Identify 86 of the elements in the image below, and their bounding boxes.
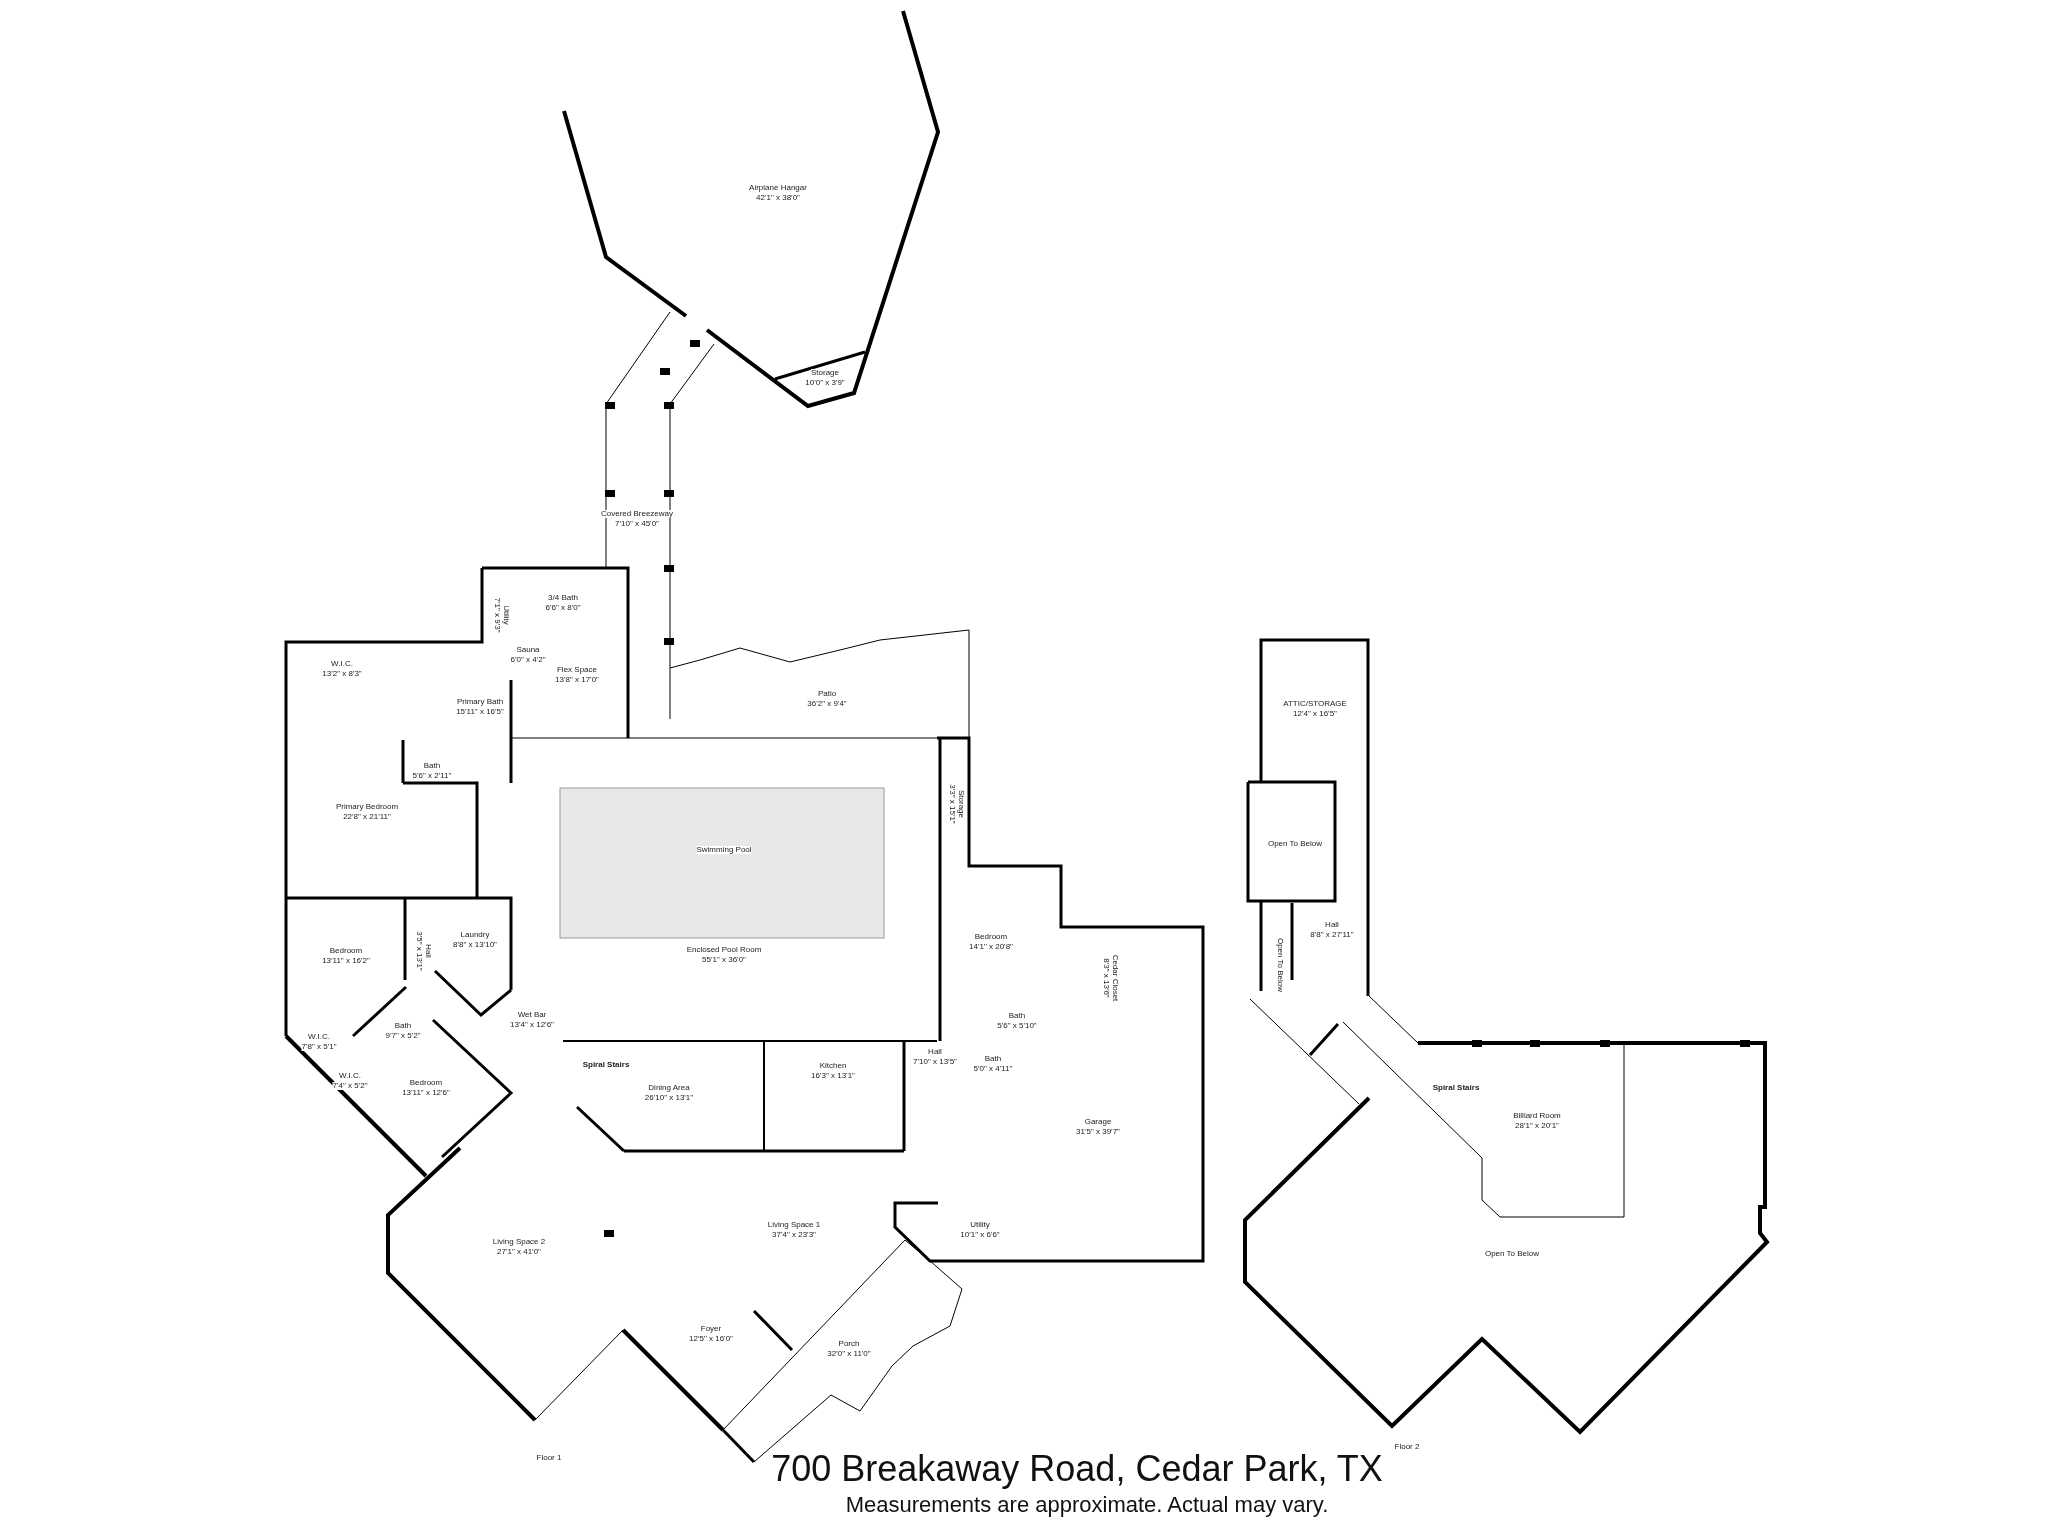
room-name: Covered Breezeway (601, 510, 673, 518)
room-name: Cedar Closet (1111, 954, 1119, 1002)
room-name: Bath (394, 1022, 412, 1030)
room-dimensions: 37'4" x 23'3" (772, 1231, 816, 1239)
room-dimensions: 3'3" x 15'1" (948, 784, 956, 824)
address-title: 700 Breakaway Road, Cedar Park, TX (771, 1448, 1383, 1490)
room-name: Enclosed Pool Room (686, 946, 762, 954)
room-dimensions: 14'1" x 20'8" (969, 943, 1013, 951)
room-name: Foyer (700, 1325, 722, 1333)
room-dimensions: 7'1" x 9'3" (493, 597, 501, 633)
room-name: W.I.C. (339, 1072, 361, 1080)
room-dimensions: 10'1" x 6'6" (960, 1231, 1000, 1239)
room-name: ATTIC/STORAGE (1283, 700, 1347, 708)
room-dimensions: 42'1" x 38'0" (756, 194, 800, 202)
room-dimensions: 13'11" x 16'2" (322, 957, 370, 965)
room-name: Hall (1325, 921, 1339, 929)
room-name: Open To Below (1267, 840, 1323, 848)
room-dimensions: 27'1" x 41'0" (497, 1248, 541, 1256)
room-dimensions: 5'6" x 5'10" (997, 1022, 1037, 1030)
room-name: W.I.C. (331, 660, 353, 668)
room-dimensions: 8'8" x 27'11" (1310, 931, 1354, 939)
room-dimensions: 5'6" x 2'11" (412, 772, 452, 780)
room-name: Storage (957, 790, 965, 818)
room-dimensions: 8'8" x 13'10" (453, 941, 497, 949)
room-dimensions: 7'4" x 5'2" (332, 1082, 368, 1090)
room-name: Garage (1084, 1118, 1112, 1126)
room-dimensions: 13'8" x 17'0" (555, 676, 599, 684)
room-dimensions: 32'0" x 11'0" (827, 1350, 871, 1358)
room-dimensions: 6'0" x 4'2" (510, 656, 546, 664)
room-dimensions: 22'8" x 21'11" (343, 813, 391, 821)
room-name: Dining Area (648, 1084, 690, 1092)
room-dimensions: 31'5" x 39'7" (1076, 1128, 1120, 1136)
room-dimensions: 5'0" x 4'11" (973, 1065, 1013, 1073)
room-dimensions: 8'3" x 13'6" (1102, 958, 1110, 998)
room-name: Living Space 1 (767, 1221, 821, 1229)
room-dimensions: 7'10" x 13'5" (913, 1058, 957, 1066)
room-name: Laundry (460, 931, 490, 939)
room-name: Living Space 2 (492, 1238, 546, 1246)
room-name: Primary Bath (456, 698, 504, 706)
room-dimensions: 9'7" x 5'2" (385, 1032, 421, 1040)
floor-label: Floor 1 (536, 1454, 562, 1462)
floor-label: Floor 2 (1394, 1443, 1420, 1451)
room-name: Bedroom (329, 947, 363, 955)
room-dimensions: 6'6" x 8'0" (545, 604, 581, 612)
stairs-label: Spiral Stairs (582, 1061, 630, 1069)
room-name: 3/4 Bath (548, 594, 578, 602)
room-name: Bedroom (409, 1079, 443, 1087)
room-name: Hall (928, 1048, 942, 1056)
room-dimensions: 55'1" x 36'0" (702, 956, 746, 964)
room-name: Kitchen (819, 1062, 847, 1070)
room-name: Airplane Hangar (749, 184, 807, 192)
room-name: Bath (423, 762, 441, 770)
room-dimensions: 7'8" x 5'1" (301, 1043, 337, 1051)
room-dimensions: 36'2" x 9'4" (807, 700, 847, 708)
room-dimensions: 12'4" x 16'5" (1293, 710, 1337, 718)
room-name: Primary Bedroom (335, 803, 399, 811)
room-name: W.I.C. (308, 1033, 330, 1041)
disclaimer-caption: Measurements are approximate. Actual may vary. (845, 1492, 1329, 1518)
stairs-label: Spiral Stairs (1432, 1084, 1480, 1092)
room-name: Billiard Room (1513, 1112, 1561, 1120)
room-name: Swimming Pool (696, 846, 752, 854)
room-name: Wet Bar (517, 1011, 547, 1019)
room-dimensions: 28'1" x 20'1" (1515, 1122, 1559, 1130)
room-dimensions: 16'3" x 13'1" (811, 1072, 855, 1080)
room-dimensions: 12'5" x 16'0" (689, 1335, 733, 1343)
room-name: Bedroom (974, 933, 1008, 941)
room-dimensions: 26'10" x 13'1" (644, 1094, 694, 1102)
room-name: Porch (838, 1340, 860, 1348)
room-name: Sauna (516, 646, 540, 654)
room-name: Flex Space (557, 666, 597, 674)
room-dimensions: 13'11" x 12'6" (402, 1089, 450, 1097)
room-name: Open To Below (1484, 1250, 1540, 1258)
room-name: Utility (502, 605, 510, 625)
room-dimensions: 10'0" x 3'9" (805, 379, 845, 387)
room-dimensions: 15'11" x 16'5" (456, 708, 504, 716)
room-dimensions: 3'5" x 13'1" (415, 931, 423, 971)
room-name: Hall (424, 944, 432, 958)
room-dimensions: 13'2" x 8'3" (322, 670, 362, 678)
room-name: Storage (811, 369, 839, 377)
room-name: Patio (817, 690, 837, 698)
room-name: Bath (1008, 1012, 1026, 1020)
room-name: Open To Below (1276, 937, 1284, 993)
room-name: Bath (984, 1055, 1002, 1063)
room-name: Utility (970, 1221, 990, 1229)
room-dimensions: 7'10" x 45'0" (615, 520, 659, 528)
room-dimensions: 13'4" x 12'6" (510, 1021, 554, 1029)
